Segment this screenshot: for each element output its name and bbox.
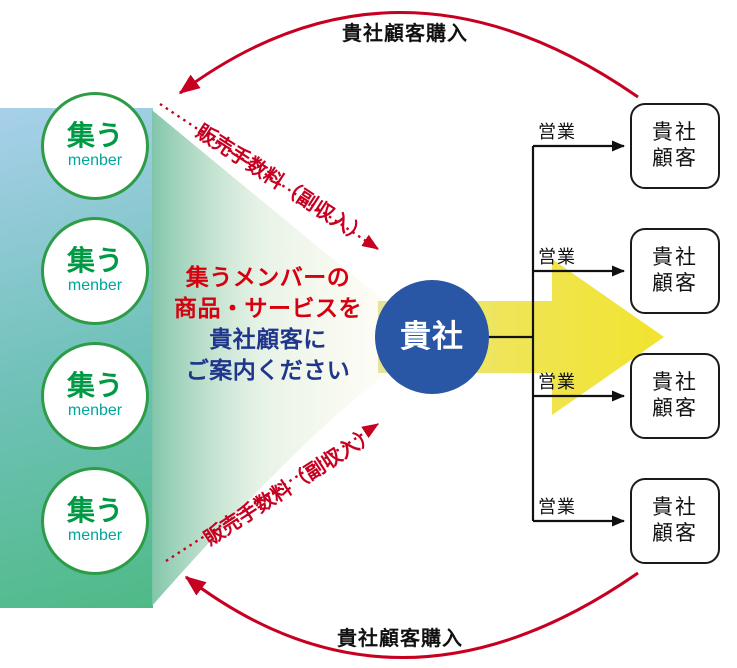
customer-label-line2: 顧客 bbox=[652, 272, 698, 295]
purchase-label-bottom: 貴社顧客購入 bbox=[337, 628, 463, 650]
member-title: 集う bbox=[66, 370, 123, 401]
sales-label-4: 営業 bbox=[538, 497, 576, 517]
customer-label-line1: 貴社 bbox=[652, 371, 698, 394]
member-subtitle: menber bbox=[67, 402, 123, 419]
member-title: 集う bbox=[66, 120, 123, 151]
sales-label-3: 営業 bbox=[538, 372, 576, 392]
sales-label-1: 営業 bbox=[538, 122, 576, 142]
promo-message: 集うメンバーの 商品・サービスを 貴社顧客に ご案内ください bbox=[148, 262, 388, 386]
promo-line-4: ご案内ください bbox=[185, 357, 351, 383]
promo-line-2: 商品・サービスを bbox=[174, 295, 362, 321]
member-node-2: 集う menber bbox=[41, 217, 149, 325]
member-node-3: 集う menber bbox=[41, 342, 149, 450]
member-node-1: 集う menber bbox=[41, 92, 149, 200]
member-title: 集う bbox=[66, 495, 123, 526]
customer-label-line1: 貴社 bbox=[652, 246, 698, 269]
customer-node-2: 貴社 顧客 bbox=[630, 228, 720, 314]
company-node-label: 貴社 bbox=[400, 319, 464, 354]
company-node-circle bbox=[375, 280, 489, 394]
promo-line-3: 貴社顧客に bbox=[209, 326, 327, 352]
purchase-arc-top bbox=[178, 11, 639, 99]
member-subtitle: menber bbox=[67, 277, 123, 294]
customer-label-line2: 顧客 bbox=[652, 522, 698, 545]
customer-label-line1: 貴社 bbox=[652, 121, 698, 144]
customer-node-1: 貴社 顧客 bbox=[630, 103, 720, 189]
purchase-label-top: 貴社顧客購入 bbox=[342, 23, 468, 45]
promo-line-1: 集うメンバーの bbox=[185, 264, 351, 290]
member-subtitle: menber bbox=[67, 152, 123, 169]
commission-arrow-upper bbox=[159, 103, 379, 250]
customer-label-line2: 顧客 bbox=[652, 147, 698, 170]
funnel-shape bbox=[152, 110, 390, 606]
commission-arrow-lower bbox=[165, 422, 380, 563]
sales-label-2: 営業 bbox=[538, 247, 576, 267]
member-title: 集う bbox=[66, 245, 123, 276]
customer-label-line1: 貴社 bbox=[652, 496, 698, 519]
purchase-arc-bottom bbox=[184, 571, 639, 659]
customer-node-4: 貴社 顧客 bbox=[630, 478, 720, 564]
member-node-4: 集う menber bbox=[41, 467, 149, 575]
member-subtitle: menber bbox=[67, 527, 123, 544]
customer-node-3: 貴社 顧客 bbox=[630, 353, 720, 439]
customer-connectors bbox=[489, 140, 626, 527]
customer-label-line2: 顧客 bbox=[652, 397, 698, 420]
